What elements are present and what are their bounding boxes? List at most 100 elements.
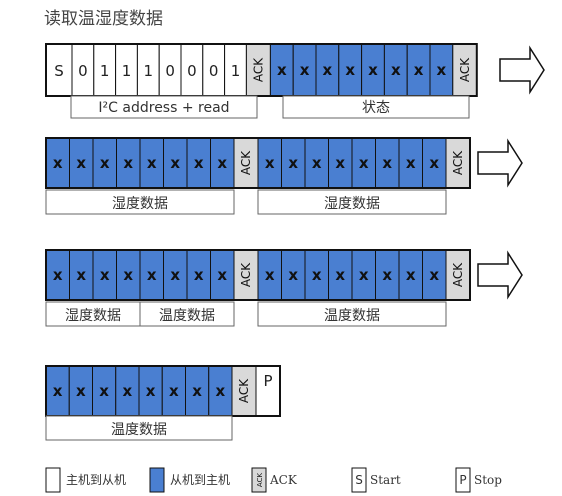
legend-master-text: 主机到从机: [66, 473, 126, 487]
address-bit-label: 1: [144, 62, 154, 80]
data-bit-label: x: [312, 266, 322, 284]
data-bit-label: x: [170, 154, 180, 172]
field-label-text: 状态: [362, 100, 390, 116]
data-bit-label: x: [192, 382, 202, 400]
field-label-text: 温度数据: [111, 422, 167, 438]
data-bit-label: x: [194, 154, 204, 172]
data-bit-label: x: [429, 154, 439, 172]
legend-ack-box-label: ACK: [256, 473, 264, 488]
data-bit-label: x: [345, 61, 355, 79]
legend-start-swatch: [351, 467, 367, 493]
legend-ack-text: ACK: [269, 473, 298, 487]
data-bit-label: x: [335, 154, 345, 172]
data-bit-label: x: [100, 154, 110, 172]
ack-cell: [245, 43, 271, 97]
ack-cell-label: ACK: [239, 262, 253, 287]
continue-arrow: [499, 45, 545, 95]
frame-outline: [45, 43, 478, 97]
legend-slave-swatch: [149, 467, 165, 493]
field-label-text: 温度数据: [159, 308, 215, 324]
data-bit-label: x: [76, 266, 86, 284]
data-bit-label: x: [76, 154, 86, 172]
data-bit-label: x: [217, 154, 227, 172]
stop-label: P: [263, 372, 272, 390]
address-bit-label: 0: [165, 62, 175, 80]
address-bit-label: 0: [209, 62, 219, 80]
ack-cell-label: ACK: [237, 378, 251, 403]
data-bit-label: x: [359, 154, 369, 172]
data-bit-label: x: [323, 61, 333, 79]
diagram-title: 读取温湿度数据: [44, 9, 163, 29]
data-bit-label: x: [406, 154, 416, 172]
data-bit-label: x: [170, 266, 180, 284]
address-bit-label: 0: [187, 62, 197, 80]
data-bit-label: x: [217, 266, 227, 284]
data-bit-label: x: [382, 154, 392, 172]
data-bit-label: x: [99, 382, 109, 400]
legend-ack-swatch: [251, 467, 267, 493]
data-bit-label: x: [100, 266, 110, 284]
start-label: S: [54, 62, 64, 80]
field-label: [139, 301, 235, 327]
data-bit-label: x: [359, 266, 369, 284]
data-bit-label: x: [382, 266, 392, 284]
data-bit-label: x: [147, 266, 157, 284]
legend-stop-swatch: [455, 467, 471, 493]
data-bit-label: x: [169, 382, 179, 400]
data-bit-label: x: [300, 61, 310, 79]
data-bit-label: x: [429, 266, 439, 284]
data-bit-label: x: [312, 154, 322, 172]
data-bit-label: x: [216, 382, 226, 400]
data-bit-label: x: [53, 382, 63, 400]
data-bit-label: x: [414, 61, 424, 79]
stop-cell: [255, 365, 281, 417]
ack-cell: [445, 137, 471, 189]
data-bit-label: x: [437, 61, 447, 79]
data-bit-label: x: [147, 154, 157, 172]
data-bit-label: x: [53, 266, 63, 284]
continue-arrow: [477, 250, 523, 300]
data-bit-label: x: [146, 382, 156, 400]
frame-outline: [45, 137, 471, 189]
field-label-text: 湿度数据: [65, 308, 121, 324]
data-bit-label: x: [194, 266, 204, 284]
data-bit-label: x: [265, 154, 275, 172]
legend-start-text: Start: [370, 473, 401, 487]
legend-start-box-label: S: [355, 473, 363, 487]
legend-stop-text: Stop: [474, 473, 502, 487]
ack-cell-label: ACK: [451, 262, 465, 287]
data-bit-label: x: [406, 266, 416, 284]
legend-master-swatch: [45, 467, 61, 493]
field-label-text: 湿度数据: [112, 196, 168, 212]
data-bit-label: x: [123, 382, 133, 400]
field-label: [257, 301, 447, 327]
data-bit-label: x: [123, 154, 133, 172]
data-bit-label: x: [123, 266, 133, 284]
field-label: [282, 95, 470, 119]
address-bit-label: 0: [78, 62, 88, 80]
data-bit-label: x: [53, 154, 63, 172]
ack-cell-label: ACK: [451, 150, 465, 175]
data-bit-label: x: [368, 61, 378, 79]
data-bit-label: x: [277, 61, 287, 79]
data-bit-label: x: [391, 61, 401, 79]
ack-cell-label: ACK: [251, 57, 265, 82]
legend-slave-text: 从机到主机: [170, 473, 230, 487]
field-label: [70, 95, 258, 119]
field-label-text: 湿度数据: [324, 196, 380, 212]
ack-cell-label: ACK: [239, 150, 253, 175]
field-label: [45, 415, 233, 441]
address-bit-label: 1: [231, 62, 241, 80]
ack-cell-label: ACK: [458, 57, 472, 82]
data-bit-label: x: [335, 266, 345, 284]
field-label-text: I²C address + read: [98, 100, 229, 116]
address-bit-label: 1: [122, 62, 132, 80]
data-bit-label: x: [288, 266, 298, 284]
continue-arrow: [477, 138, 523, 188]
field-label-text: 温度数据: [324, 308, 380, 324]
frame-outline: [45, 249, 471, 301]
field-label: [257, 189, 447, 215]
